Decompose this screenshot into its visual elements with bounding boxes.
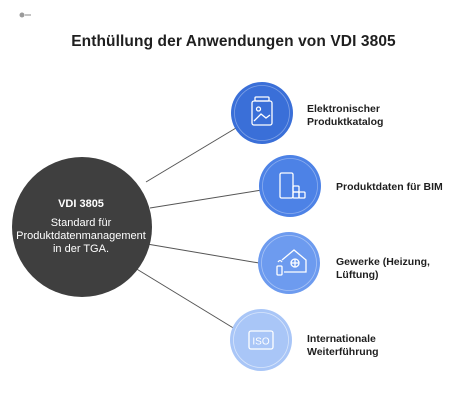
node-international: ISO bbox=[230, 309, 292, 371]
center-description: VDI 3805 Standard für Produktdatenmanage… bbox=[14, 198, 148, 256]
connector-line-2 bbox=[149, 189, 263, 209]
node-produktkatalog bbox=[231, 82, 293, 144]
image-catalog-icon bbox=[251, 96, 273, 126]
node-gewerke bbox=[258, 232, 320, 294]
label-international: Internationale Weiterführung bbox=[307, 333, 379, 358]
label-produktkatalog: Elektronischer Produktkatalog bbox=[307, 103, 384, 128]
node-produktdaten-bim bbox=[259, 155, 321, 217]
house-fan-icon bbox=[276, 249, 307, 276]
label-produktdaten-bim: Produktdaten für BIM bbox=[336, 181, 443, 193]
center-heading: VDI 3805 bbox=[58, 198, 104, 210]
connector-line-4 bbox=[134, 267, 236, 330]
center-circle bbox=[12, 157, 152, 297]
label-gewerke: Gewerke (Heizung, Lüftung) bbox=[336, 256, 430, 281]
page-title: Enthüllung der Anwendungen von VDI 3805 bbox=[71, 33, 396, 50]
connector-line-3 bbox=[146, 243, 260, 264]
logo-icon bbox=[19, 12, 31, 18]
center-text: Standard für Produktdatenmanagement in d… bbox=[16, 217, 146, 255]
building-blocks-icon bbox=[279, 172, 306, 199]
svg-text:ISO: ISO bbox=[252, 337, 269, 348]
iso-icon: ISO bbox=[248, 330, 274, 350]
connector-line-1 bbox=[145, 127, 237, 183]
